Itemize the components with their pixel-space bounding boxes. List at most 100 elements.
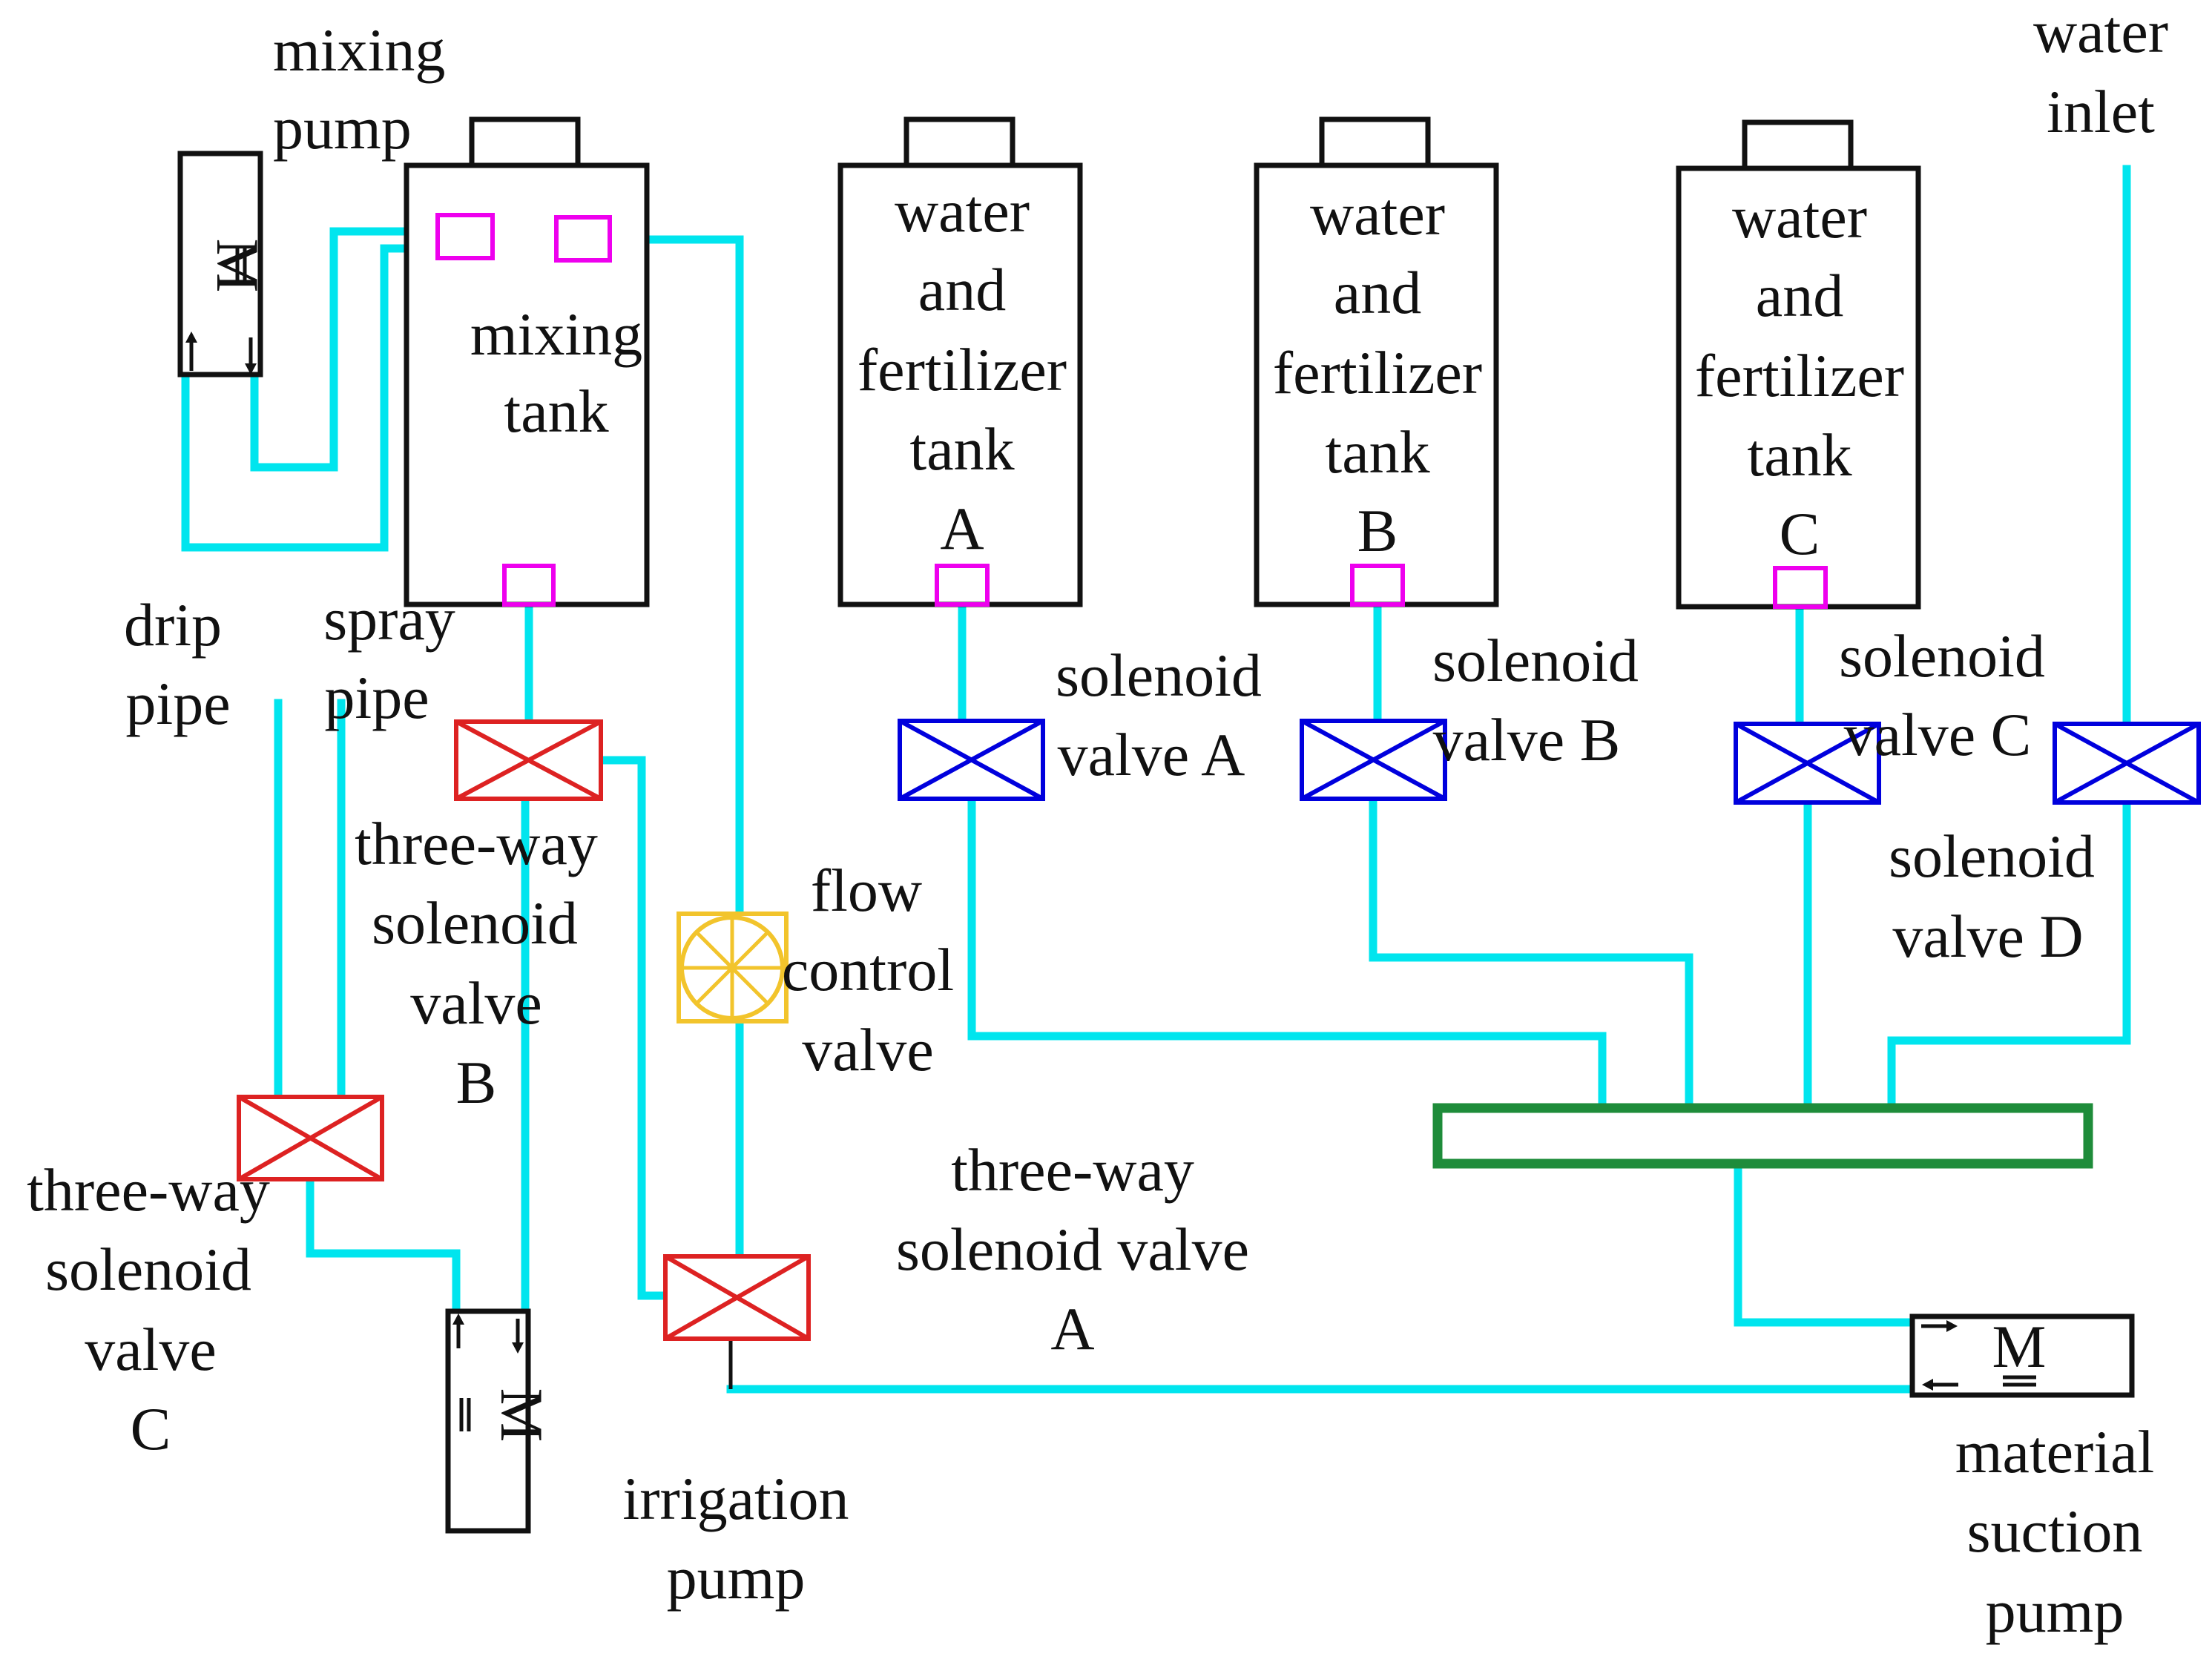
valve-cross-icon — [664, 1254, 810, 1341]
label-material-suction-pump: material suction pump — [1955, 1418, 2155, 1645]
label-drip-pipe: drip pipe — [124, 591, 231, 737]
svg-text:material: material — [1955, 1418, 2155, 1486]
svg-text:drip: drip — [124, 591, 222, 659]
valve-b-to-manifold-pipe — [1369, 794, 1693, 1112]
svg-text:flow: flow — [811, 857, 922, 924]
label-solenoid-valve-b: solenoid valve B — [1432, 627, 1639, 774]
svg-text:C: C — [1780, 500, 1820, 567]
svg-text:water: water — [2033, 0, 2168, 65]
svg-text:and: and — [1334, 259, 1421, 326]
three-way-b-to-three-way-a-pipe — [596, 756, 670, 1300]
mixing-tank-body — [404, 162, 650, 607]
label-mixing-pump: mixing pump — [273, 16, 445, 162]
svg-text:M: M — [1992, 1313, 2047, 1380]
fertilizer-tank-b — [1254, 116, 1499, 607]
label-solenoid-valve-d: solenoid valve D — [1889, 823, 2095, 970]
tank-b-connector — [1350, 564, 1405, 607]
svg-text:B: B — [1357, 497, 1398, 564]
valve-cross-icon — [2053, 722, 2200, 805]
solenoid-valve-a — [898, 719, 1045, 801]
label-three-way-valve-c: three-way solenoid valve C — [27, 1156, 270, 1463]
svg-text:tank: tank — [1325, 418, 1429, 486]
label-mixing-tank: mixing tank — [470, 300, 642, 445]
svg-text:A: A — [1050, 1295, 1094, 1362]
svg-text:M: M — [488, 1388, 556, 1443]
svg-text:solenoid: solenoid — [372, 889, 578, 957]
mixing-tank-return-connector — [554, 215, 612, 263]
arrow-icon — [452, 1313, 524, 1354]
svg-text:valve A: valve A — [1058, 721, 1245, 788]
svg-text:valve: valve — [802, 1016, 934, 1084]
svg-text:spray: spray — [323, 585, 455, 653]
svg-text:mixing: mixing — [470, 300, 642, 368]
mixing-pump-outlet-pipe — [250, 227, 460, 472]
svg-text:three-way: three-way — [355, 810, 598, 877]
svg-text:tank: tank — [909, 415, 1014, 483]
mixing-tank-cap — [469, 116, 581, 168]
svg-text:tank: tank — [1747, 421, 1851, 489]
label-three-way-valve-b: three-way solenoid valve B — [355, 810, 598, 1116]
tank-c-cap — [1742, 119, 1854, 171]
svg-text:pipe: pipe — [324, 664, 429, 731]
label-flow-control-valve: flow control valve — [782, 857, 954, 1084]
fertilizer-tank-c — [1676, 119, 1921, 610]
three-way-solenoid-valve-b — [454, 719, 603, 801]
svg-text:pump: pump — [273, 94, 412, 162]
valve-d-to-manifold-pipe — [1887, 798, 2131, 1112]
valve-cross-icon — [898, 719, 1044, 801]
svg-text:pump: pump — [667, 1544, 806, 1612]
three-way-c-to-irrigation-pump-pipe — [306, 1175, 461, 1316]
tank-c-connector — [1773, 566, 1828, 609]
svg-text:solenoid: solenoid — [1889, 823, 2095, 890]
motor-icon: M — [204, 239, 271, 293]
valve-a-to-manifold-pipe — [967, 794, 1607, 1112]
svg-text:three-way: three-way — [951, 1136, 1194, 1204]
svg-text:solenoid: solenoid — [1056, 642, 1262, 709]
tank-b-cap — [1319, 116, 1431, 168]
svg-text:water: water — [895, 177, 1030, 245]
svg-text:water: water — [1310, 180, 1445, 248]
mixing-pump: M — [177, 151, 271, 378]
svg-text:fertilizer: fertilizer — [1273, 339, 1482, 406]
svg-text:control: control — [782, 936, 954, 1003]
svg-text:valve: valve — [410, 969, 542, 1037]
svg-text:valve B: valve B — [1433, 706, 1621, 774]
svg-text:fertilizer: fertilizer — [1695, 342, 1904, 409]
valve-cross-icon — [455, 719, 602, 801]
three-way-solenoid-valve-c — [237, 1095, 384, 1181]
motor-icon: M — [459, 1388, 556, 1443]
fertilizer-tank-a — [837, 116, 1083, 607]
label-tank-b: water and fertilizer tank B — [1273, 180, 1482, 564]
svg-text:B: B — [456, 1049, 497, 1116]
svg-text:pipe: pipe — [125, 670, 230, 737]
svg-text:A: A — [940, 495, 984, 562]
svg-text:three-way: three-way — [27, 1156, 270, 1224]
label-three-way-valve-a: three-way solenoid valve A — [896, 1136, 1249, 1362]
solenoid-valve-c — [1734, 722, 1881, 805]
svg-text:irrigation: irrigation — [622, 1465, 849, 1532]
label-solenoid-valve-c: solenoid valve C — [1839, 622, 2045, 768]
material-suction-pump: M — [1909, 1313, 2135, 1398]
solenoid-valve-b — [1300, 719, 1447, 801]
mixing-manifold — [1432, 1103, 2093, 1169]
manifold-to-suction-pump-pipe — [1734, 1159, 1917, 1327]
three-way-solenoid-valve-a — [663, 1254, 811, 1341]
svg-text:C: C — [131, 1395, 171, 1463]
irrigation-pump: M — [445, 1308, 556, 1534]
tank-a-cap — [903, 116, 1016, 168]
svg-text:pump: pump — [1986, 1578, 2124, 1645]
label-irrigation-pump: irrigation pump — [622, 1465, 849, 1612]
arrow-icon — [185, 332, 257, 375]
tank-a-connector — [935, 564, 990, 607]
svg-text:valve: valve — [85, 1316, 217, 1383]
mixing-tank-outlet-connector — [502, 564, 556, 607]
tank-b-body — [1254, 162, 1499, 607]
mixing-tank-inlet-connector — [435, 213, 495, 260]
svg-text:suction: suction — [1967, 1497, 2143, 1565]
svg-text:solenoid: solenoid — [45, 1236, 251, 1303]
solenoid-valve-d — [2053, 722, 2201, 805]
svg-text:tank: tank — [504, 378, 608, 445]
svg-text:and: and — [918, 256, 1006, 323]
flow-valve-icon — [677, 912, 789, 1023]
